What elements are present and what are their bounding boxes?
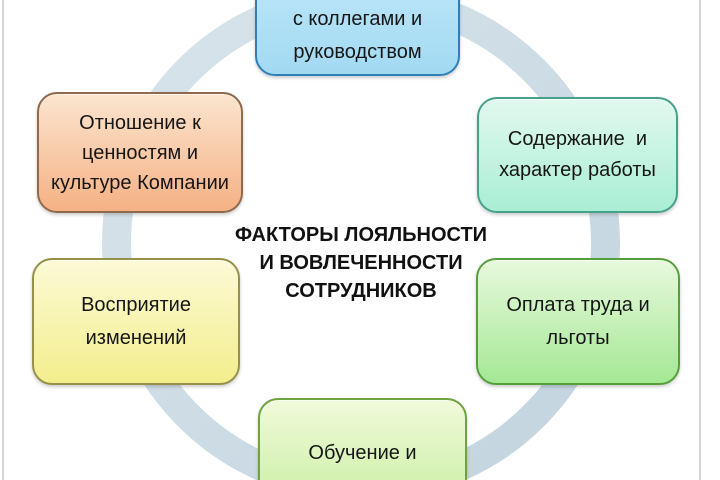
node-relations-colleagues: с коллегами и руководством xyxy=(255,0,460,76)
diagram-title: ФАКТОРЫ ЛОЯЛЬНОСТИ И ВОВЛЕЧЕННОСТИ СОТРУ… xyxy=(211,221,511,305)
node-text-line: Содержание и xyxy=(507,128,648,150)
diagram-title-line: И ВОВЛЕЧЕННОСТИ xyxy=(259,252,463,274)
node-text-line: руководством xyxy=(293,41,422,63)
ring-circle xyxy=(102,0,620,480)
node-text-line: Восприятие xyxy=(81,293,191,316)
diagram-title-line: СОТРУДНИКОВ xyxy=(285,280,437,302)
page-edge-right xyxy=(699,0,701,480)
node-text-line: льготы xyxy=(546,326,610,349)
diagram-title-line: ФАКТОРЫ ЛОЯЛЬНОСТИ xyxy=(234,224,488,246)
node-text-line: с коллегами и xyxy=(292,8,423,30)
node-change-perception: Восприятие изменений xyxy=(32,258,240,385)
node-training-development: Обучение и развитие xyxy=(258,398,467,480)
node-text-line: Обучение и xyxy=(308,442,417,464)
node-text-line: Отношение к xyxy=(79,111,201,134)
node-work-content: Содержание и характер работы xyxy=(477,97,678,213)
node-text-line: развитие xyxy=(320,470,404,480)
page-edge-left xyxy=(2,0,4,480)
node-pay-benefits: Оплата труда и льготы xyxy=(476,258,680,385)
node-text-line: ценностям и xyxy=(81,141,199,164)
node-text-line: изменений xyxy=(85,326,187,349)
node-text-line: характер работы xyxy=(499,159,656,181)
node-values-culture: Отношение к ценностям и культуре Компани… xyxy=(37,92,243,213)
node-text-line: Оплата труда и xyxy=(506,293,650,316)
node-text-line: культуре Компании xyxy=(51,171,229,194)
